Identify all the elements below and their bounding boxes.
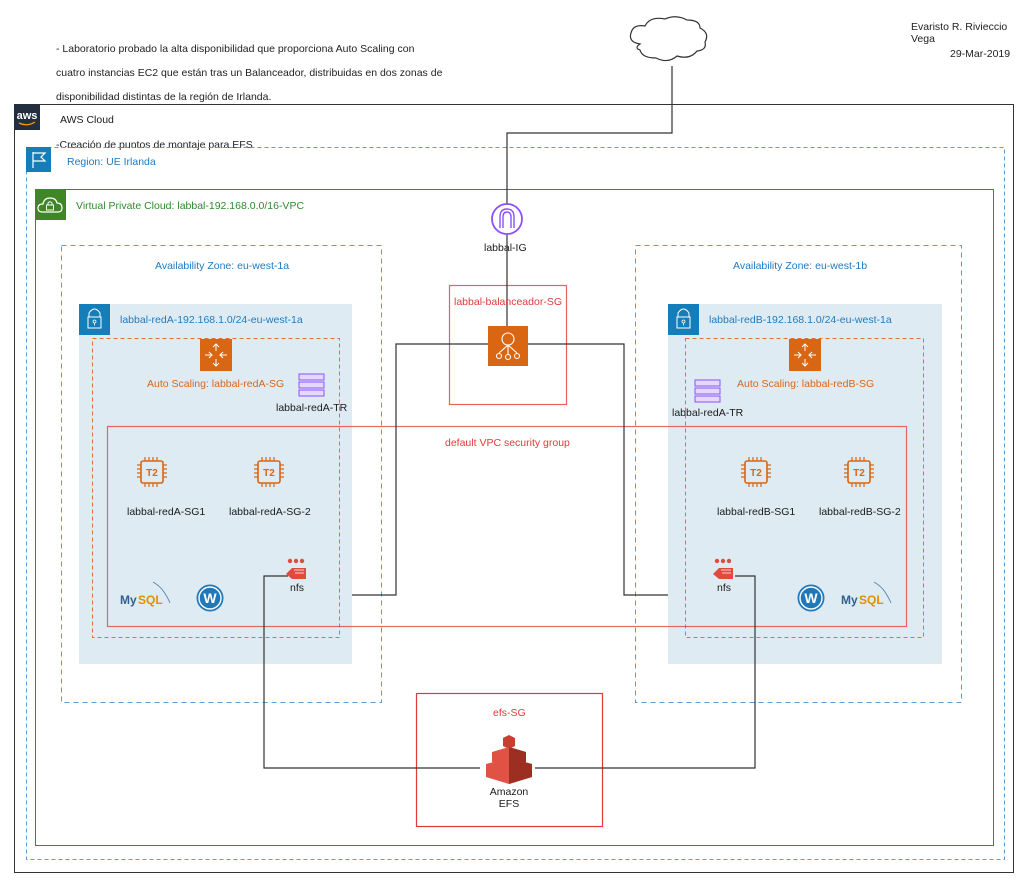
subnet-b-label: labbal-redB-192.168.1.0/24-eu-west-1a	[709, 314, 892, 326]
route-table-a-label: labbal-redA-TR	[276, 402, 348, 414]
load-balancer-security-group	[448, 284, 568, 406]
ec2-t2-instance-icon: T2	[137, 457, 167, 487]
wordpress-icon: W	[196, 584, 224, 612]
ec2-t2-instance-icon: T2	[254, 457, 284, 487]
description-note: - Laboratorio probado la alta disponibil…	[56, 31, 442, 163]
lb-to-zone-b-line	[524, 343, 668, 596]
author-label: Evaristo R. Rivieccio Vega	[911, 21, 1008, 45]
availability-zone-a	[61, 245, 382, 703]
instance-label: labbal-redB-SG-2	[819, 506, 901, 518]
autoscaling-icon	[200, 339, 232, 371]
svg-text:T2: T2	[146, 468, 158, 479]
load-balancer-icon	[488, 326, 528, 366]
svg-text:T2: T2	[750, 468, 762, 479]
svg-text:SQL: SQL	[138, 593, 163, 607]
zone-a-label: Availability Zone: eu-west-1a	[155, 260, 290, 272]
route-table-icon	[298, 373, 325, 397]
lock-icon	[79, 304, 110, 335]
route-table-icon	[694, 379, 721, 403]
lb-to-zone-a-line	[352, 343, 490, 596]
aws-cloud-label: AWS Cloud	[60, 114, 114, 126]
svg-text:W: W	[804, 590, 818, 606]
nfs-a-to-efs-line	[263, 575, 480, 769]
svg-text:My: My	[120, 593, 137, 607]
svg-text:SQL: SQL	[859, 593, 884, 607]
nfs-a-label: nfs	[290, 582, 305, 594]
default-security-group	[106, 425, 908, 628]
region-group	[26, 147, 1005, 860]
internet-cloud-icon	[629, 16, 708, 62]
nfs-share-icon	[286, 558, 306, 579]
instance-label: labbal-redB-SG1	[717, 506, 796, 518]
nfs-b-label: nfs	[717, 582, 732, 594]
efs-label-line: Amazon	[489, 786, 529, 798]
internet-gateway-icon	[491, 203, 523, 235]
description-line: - Laboratorio probado la alta disponibil…	[56, 43, 415, 55]
svg-text:T2: T2	[853, 468, 865, 479]
vpc-label: Virtual Private Cloud: labbal-192.168.0.…	[76, 200, 305, 212]
load-balancer-sg-label: labbal-balanceador-SG	[454, 296, 562, 308]
region-label: Region: UE Irlanda	[67, 156, 156, 168]
autoscaling-b-label: Auto Scaling: labbal-redB-SG	[737, 378, 875, 390]
ec2-t2-instance-icon: T2	[844, 457, 874, 487]
autoscaling-group-b	[685, 338, 924, 638]
svg-text:T2: T2	[263, 468, 275, 479]
efs-label: Amazon EFS	[479, 786, 539, 810]
efs-label-line: EFS	[498, 798, 520, 810]
aws-cloud-group	[14, 104, 1014, 873]
internet-to-gateway-line	[506, 66, 673, 330]
ec2-t2-instance-icon: T2	[741, 457, 771, 487]
mysql-icon: My SQL	[120, 581, 171, 607]
flag-icon	[26, 147, 51, 172]
mysql-icon: My SQL	[841, 581, 892, 607]
vpc-group	[35, 189, 994, 846]
instance-label: labbal-redA-SG-2	[229, 506, 311, 518]
description-line: cuatro instancias EC2 que están tras un …	[56, 67, 443, 79]
nfs-share-icon	[713, 558, 733, 579]
internet-gateway-label: labbal-IG	[484, 242, 527, 254]
date-label: 29-Mar-2019	[950, 48, 1011, 60]
nfs-b-to-efs-line	[535, 575, 756, 769]
cloud-lock-icon	[35, 189, 66, 220]
svg-text:My: My	[841, 593, 858, 607]
autoscaling-icon	[789, 339, 821, 371]
instance-label: labbal-redA-SG1	[127, 506, 206, 518]
aws-logo-icon: aws	[14, 104, 40, 130]
efs-sg-label: efs-SG	[493, 707, 526, 719]
lock-icon	[668, 304, 699, 335]
efs-security-group	[415, 692, 604, 828]
wordpress-icon: W	[797, 584, 825, 612]
description-line: disponibilidad distintas de la región de…	[56, 91, 272, 103]
amazon-efs-icon	[486, 735, 532, 784]
availability-zone-b	[635, 245, 962, 703]
route-table-b-label: labbal-redA-TR	[672, 407, 744, 419]
svg-text:W: W	[203, 590, 217, 606]
default-sg-label: default VPC security group	[445, 437, 570, 449]
connections	[263, 66, 756, 769]
svg-text:aws: aws	[17, 110, 38, 122]
autoscaling-a-label: Auto Scaling: labbal-redA-SG	[147, 378, 285, 390]
subnet-a-label: labbal-redA-192.168.1.0/24-eu-west-1a	[120, 314, 303, 326]
zone-b-label: Availability Zone: eu-west-1b	[733, 260, 868, 272]
